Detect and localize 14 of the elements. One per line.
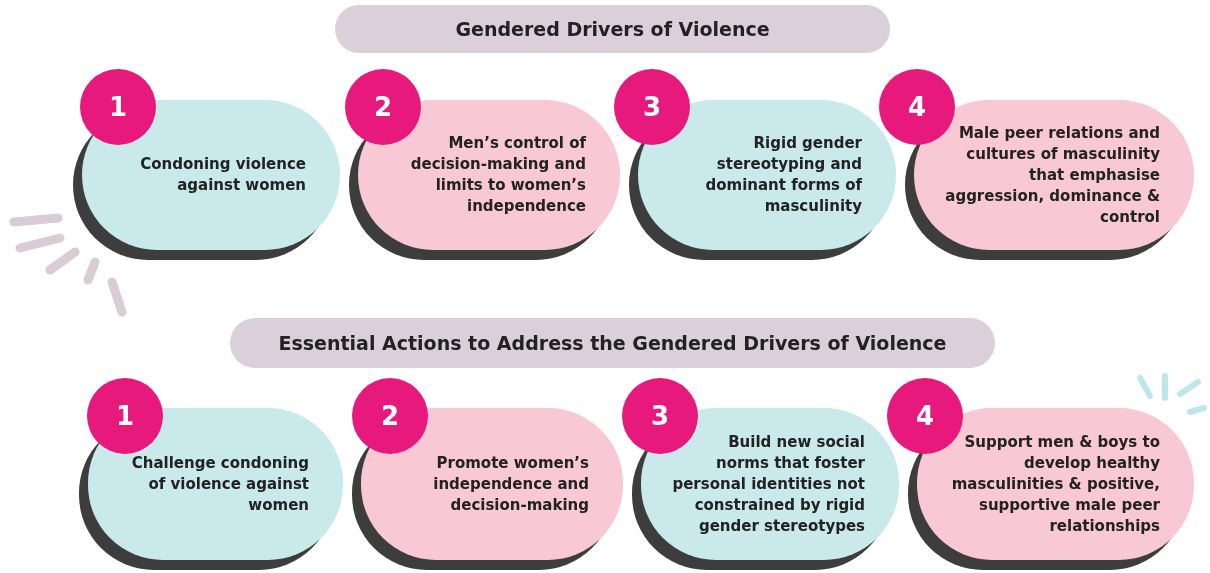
number-circle: 3 <box>614 69 690 145</box>
card-text: Condoning violence against women <box>139 154 306 196</box>
card-text: Challenge condoning of violence against women <box>130 452 309 516</box>
section-heading: Essential Actions to Address the Gendered Drivers of Violence <box>230 318 995 368</box>
number-circle: 4 <box>879 69 955 145</box>
number-circle: 3 <box>622 378 698 454</box>
number-circle: 2 <box>345 69 421 145</box>
number-circle: 1 <box>87 378 163 454</box>
number-circle: 4 <box>887 378 963 454</box>
number-circle: 1 <box>80 69 156 145</box>
number-circle: 2 <box>352 378 428 454</box>
card-text: Rigid gender stereotyping and dominant forms of masculinity <box>704 133 862 217</box>
card-text: Promote women’s independence and decision-making <box>432 452 589 516</box>
section-heading: Gendered Drivers of Violence <box>335 5 890 53</box>
